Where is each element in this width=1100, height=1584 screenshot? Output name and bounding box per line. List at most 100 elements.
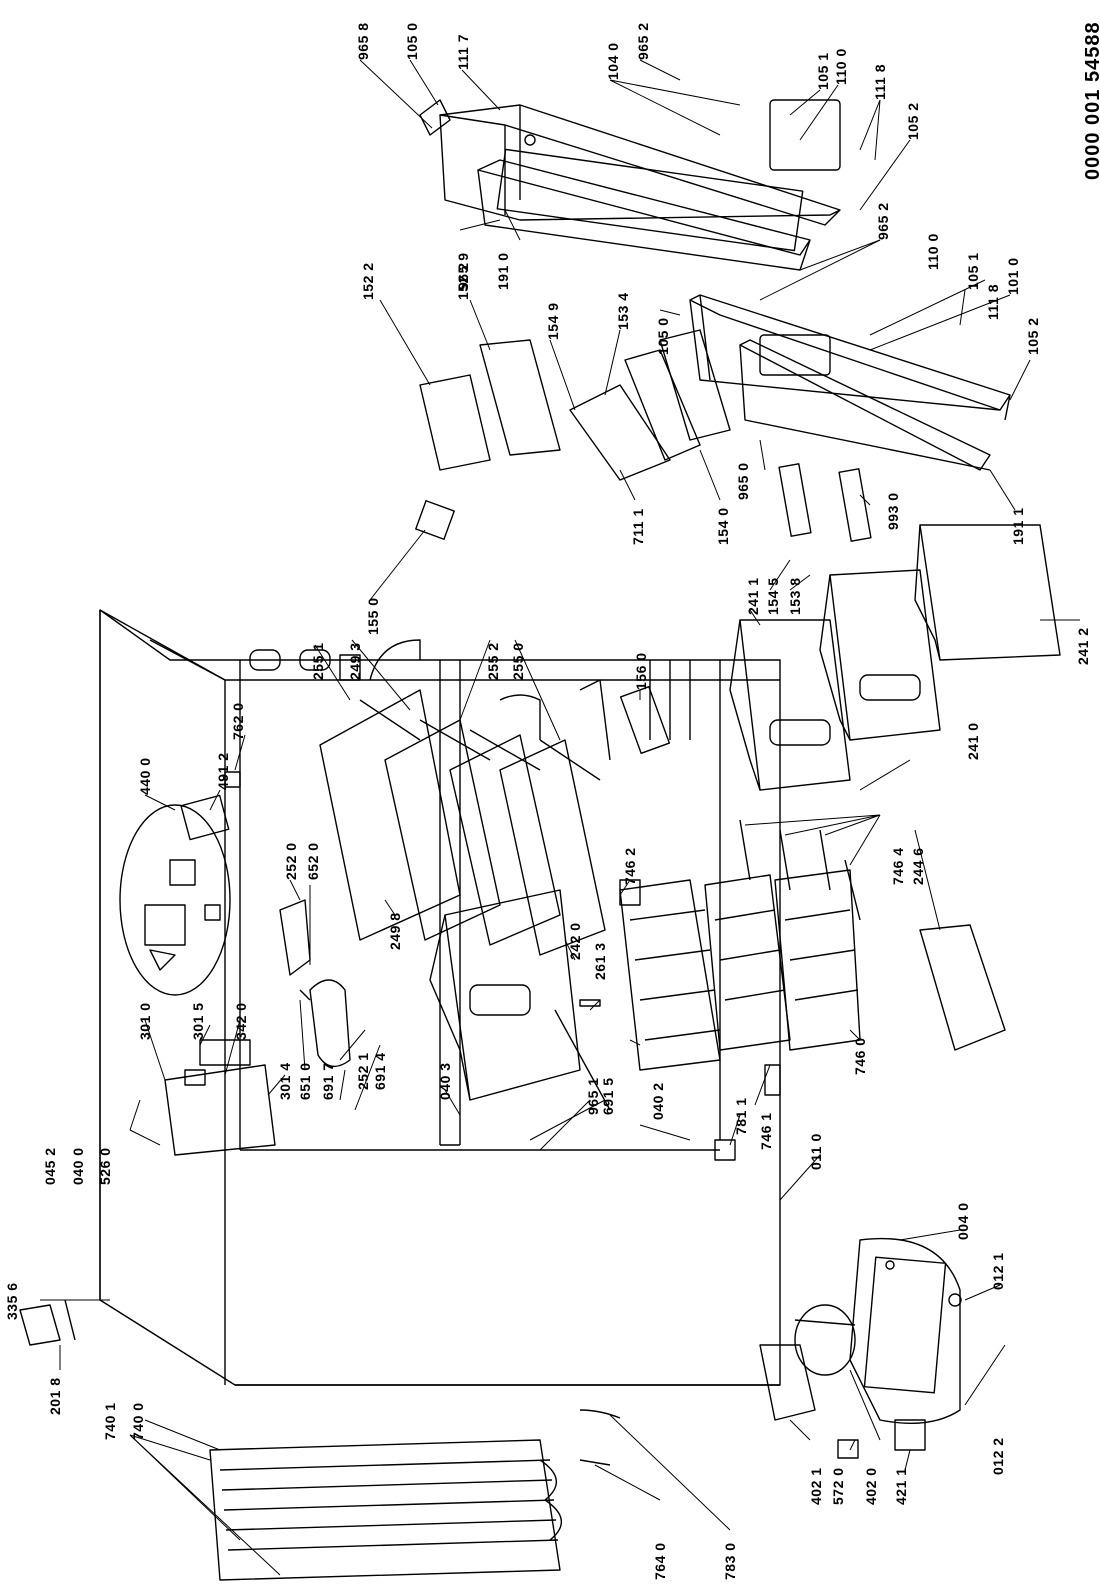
leader-lines <box>40 59 1080 1576</box>
label-154-9: 154 9 <box>545 302 561 340</box>
compressor <box>794 1304 856 1376</box>
label-711-1: 711 1 <box>630 508 646 545</box>
label-110-0-top: 110 0 <box>833 48 849 85</box>
label-105-1-top: 105 1 <box>815 52 831 90</box>
label-241-2: 241 2 <box>1075 627 1091 665</box>
label-040-3: 040 3 <box>437 1062 453 1100</box>
control-panel <box>164 1039 276 1156</box>
label-402-1: 402 1 <box>808 1467 824 1505</box>
glass-shelves <box>319 689 606 956</box>
upper-gasket <box>477 159 811 271</box>
label-255-0: 255 0 <box>510 642 526 680</box>
label-746-0: 746 0 <box>852 1037 868 1075</box>
label-691-7: 691 7 <box>320 1062 336 1100</box>
label-153-8: 153 8 <box>787 577 803 615</box>
label-105-2-top: 105 2 <box>905 102 921 140</box>
label-261-3: 261 3 <box>592 942 608 980</box>
label-004-0: 004 0 <box>955 1202 971 1240</box>
label-152-2-a: 152 2 <box>360 262 376 300</box>
label-965-0: 965 0 <box>735 462 751 500</box>
label-105-0: 105 0 <box>404 22 420 60</box>
label-155-0: 155 0 <box>365 597 381 635</box>
label-965-1: 965 1 <box>585 1077 601 1115</box>
label-191-0: 191 0 <box>495 252 511 290</box>
label-249-3: 249 3 <box>347 642 363 680</box>
label-252-0: 252 0 <box>283 842 299 880</box>
label-783-0: 783 0 <box>722 1542 738 1580</box>
pipe-2 <box>579 1459 611 1466</box>
condenser <box>209 1439 562 1581</box>
label-993-0: 993 0 <box>885 492 901 530</box>
label-191-1: 191 1 <box>1010 507 1026 545</box>
label-301-5: 301 5 <box>190 1002 206 1040</box>
label-152-2-b: 152 2 <box>455 262 471 300</box>
label-111-8-mid: 111 8 <box>985 284 1001 320</box>
rails <box>739 819 861 921</box>
label-691-5: 691 5 <box>600 1077 616 1115</box>
label-652-0: 652 0 <box>305 842 321 880</box>
capacitor <box>837 1439 859 1459</box>
label-740-0: 740 0 <box>130 1402 146 1440</box>
label-572-0: 572 0 <box>830 1467 846 1505</box>
label-255-2: 255 2 <box>485 642 501 680</box>
shelf-edge-1 <box>579 999 601 1007</box>
label-421-1: 421 1 <box>893 1467 909 1505</box>
label-012-2: 012 2 <box>990 1437 1006 1475</box>
label-746-2: 746 2 <box>622 847 638 885</box>
base-plate <box>849 1237 962 1424</box>
label-040-0: 040 0 <box>70 1147 86 1185</box>
label-252-1: 252 1 <box>355 1052 371 1090</box>
label-241-1: 241 1 <box>745 577 761 615</box>
label-110-0-mid: 110 0 <box>925 233 941 270</box>
compressor-base <box>759 1344 816 1421</box>
label-740-1: 740 1 <box>102 1402 118 1440</box>
label-242-0: 242 0 <box>567 922 583 960</box>
damper <box>180 794 230 841</box>
label-105-1-mid: 105 1 <box>965 252 981 290</box>
cabinet-body <box>99 609 781 1386</box>
label-965-2-mid: 965 2 <box>875 202 891 240</box>
label-201-8: 201 8 <box>47 1377 63 1415</box>
label-101-0: 101 0 <box>1005 257 1021 295</box>
upper-door <box>419 99 841 252</box>
label-241-0: 241 0 <box>965 722 981 760</box>
door-stopper <box>764 1064 781 1096</box>
shelf-divider <box>619 685 671 755</box>
label-691-4: 691 4 <box>372 1052 388 1090</box>
label-746-4: 746 4 <box>890 847 906 885</box>
rear-panel <box>919 924 1006 1051</box>
label-249-8: 249 8 <box>387 912 403 950</box>
hinge-part <box>19 1304 61 1346</box>
label-156-0: 156 0 <box>633 652 649 690</box>
door-bin-3 <box>838 468 872 542</box>
label-491-2: 491 2 <box>215 752 231 790</box>
label-255-1: 255 1 <box>310 642 326 680</box>
door-shelves <box>419 329 731 481</box>
label-012-1: 012 1 <box>990 1252 1006 1290</box>
door-bin-2 <box>778 463 812 537</box>
label-244-6: 244 6 <box>910 847 926 885</box>
label-335-6: 335 6 <box>4 1282 20 1320</box>
label-045-2: 045 2 <box>42 1147 58 1185</box>
relay <box>894 1419 926 1451</box>
label-105-0-mid: 105 0 <box>655 317 671 355</box>
lower-door <box>689 294 1011 421</box>
label-764-0: 764 0 <box>652 1542 668 1580</box>
label-746-1: 746 1 <box>758 1112 774 1150</box>
hinge-part-2 <box>64 1299 76 1341</box>
lower-gasket <box>739 339 991 471</box>
label-965-8: 965 8 <box>355 22 371 60</box>
freezer-drawers <box>729 524 1061 791</box>
label-342-0: 342 0 <box>233 1002 249 1040</box>
label-402-0: 402 0 <box>863 1467 879 1505</box>
label-111-8-top: 111 8 <box>872 64 888 100</box>
label-651-0: 651 0 <box>297 1062 313 1100</box>
label-965-2-top: 965 2 <box>635 22 651 60</box>
label-526-0: 526 0 <box>97 1147 113 1185</box>
label-762-0: 762 0 <box>230 702 246 740</box>
label-154-0: 154 0 <box>715 507 731 545</box>
crisper-drawer <box>429 889 611 1111</box>
label-040-2: 040 2 <box>650 1082 666 1120</box>
document-id: 0000 001 54588 <box>1082 21 1100 180</box>
